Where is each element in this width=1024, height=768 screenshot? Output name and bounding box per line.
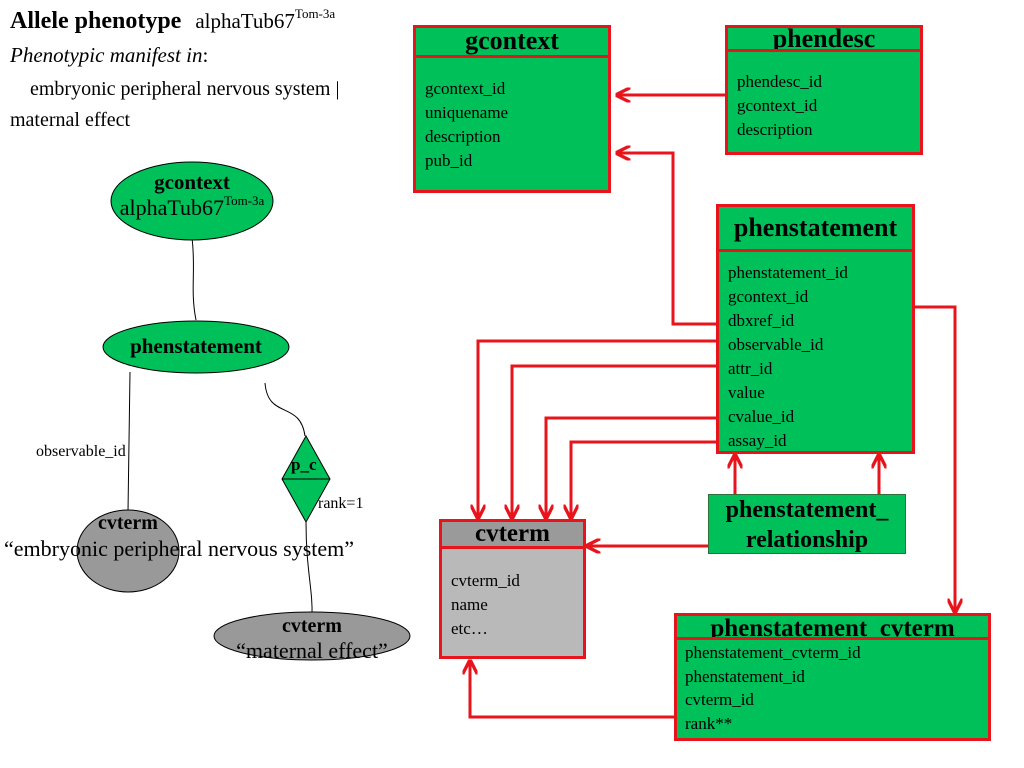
phenstatement-table: phenstatement phenstatement_id gcontext_… xyxy=(716,204,915,454)
observable-edge-label: observable_id xyxy=(36,443,126,460)
phenstatement-table-fields: phenstatement_id gcontext_id dbxref_id o… xyxy=(719,252,912,453)
table-field: phendesc_id xyxy=(737,72,822,91)
cvterm-table: cvterm cvterm_id name etc… xyxy=(439,519,586,659)
cvterm2-node-value: “maternal effect” xyxy=(236,638,388,663)
manifest-description: embryonic peripheral nervous system | ma… xyxy=(10,78,340,131)
arrow-phenstatement-gcontext xyxy=(617,153,717,326)
gcontext-node: gcontext alphaTub67Tom-3a xyxy=(103,170,281,221)
cvterm1-node: cvterm “embryonic peripheral nervous sys… xyxy=(4,512,355,563)
manifest-text: Phenotypic manifest in xyxy=(10,43,203,67)
cvterm1-node-value: “embryonic peripheral nervous system” xyxy=(4,536,355,561)
table-field: description xyxy=(425,127,501,146)
arrow-observable-cvterm xyxy=(478,339,717,518)
phenstatement-table-title: phenstatement xyxy=(719,207,912,252)
cvterm-table-fields: cvterm_id name etc… xyxy=(442,549,583,641)
table-field: gcontext_id xyxy=(425,79,506,98)
edge-pc-cvterm xyxy=(305,521,313,617)
table-field: cvterm_id xyxy=(451,571,520,590)
table-field: description xyxy=(737,120,813,139)
table-field: phenstatement_cvterm_id xyxy=(685,643,861,662)
header-allele-sup: Tom-3a xyxy=(294,6,336,21)
edge-gcontext-phenstatement xyxy=(191,237,197,321)
table-field: value xyxy=(728,383,765,402)
rank-label: rank=1 xyxy=(318,495,364,512)
table-field: rank** xyxy=(685,713,733,733)
arrow-assay-cvterm xyxy=(571,440,717,518)
table-field: attr_id xyxy=(728,359,773,378)
arrow-pcv-cvterm xyxy=(470,661,675,719)
table-field: dbxref_id xyxy=(728,311,795,330)
phenstatement-node: phenstatement xyxy=(130,334,262,358)
gcontext-node-title: gcontext xyxy=(154,170,230,194)
cvterm2-node: cvterm “maternal effect” xyxy=(204,615,420,664)
gcontext-node-allele: alphaTub67Tom-3a xyxy=(103,193,281,221)
table-field: gcontext_id xyxy=(728,287,809,306)
table-field: gcontext_id xyxy=(737,96,818,115)
gcontext-table-fields: gcontext_id uniquename description pub_i… xyxy=(416,58,608,173)
psr-title-line2: relationship xyxy=(745,527,869,553)
pc-label: p_c xyxy=(291,455,317,474)
table-field: cvterm_id xyxy=(685,690,754,709)
arrow-phenstatement-pcv xyxy=(914,305,955,612)
table-field: uniquename xyxy=(425,103,509,122)
edge-observable xyxy=(127,371,131,513)
gcontext-table-title: gcontext xyxy=(416,28,608,58)
edge-phenstatement-pc xyxy=(264,382,306,437)
header-title: Allele phenotype xyxy=(10,8,182,34)
table-field: phenstatement_id xyxy=(685,666,805,686)
cvterm1-ellipse xyxy=(76,509,180,593)
phendesc-table-title: phendesc xyxy=(728,28,920,52)
manifest-label: Phenotypic manifest in: xyxy=(10,43,208,68)
manifest-colon: : xyxy=(202,43,209,67)
cvterm2-node-title: cvterm xyxy=(282,615,342,637)
table-field: cvalue_id xyxy=(728,407,795,426)
phendesc-table: phendesc phendesc_id gcontext_id descrip… xyxy=(725,25,923,155)
table-field: assay_id xyxy=(728,431,787,450)
gcontext-node-allele-sup: Tom-3a xyxy=(224,193,265,208)
diagram-header: Allele phenotype alphaTub67Tom-3a xyxy=(10,6,336,35)
header-allele-base: alphaTub67 xyxy=(195,9,295,33)
gcontext-table: gcontext gcontext_id uniquename descript… xyxy=(413,25,611,193)
phenstatement-ellipse xyxy=(102,320,290,374)
phenstatement-cvterm-table-fields: phenstatement_cvterm_id phenstatement_id… xyxy=(677,640,988,735)
gcontext-node-allele-base: alphaTub67 xyxy=(119,195,225,220)
cvterm1-node-title: cvterm xyxy=(98,512,158,534)
arrow-cvalue-cvterm xyxy=(546,416,717,518)
psr-title-line1: phenstatement_ xyxy=(725,497,889,523)
phenstatement-cvterm-table: phenstatement_cvterm phenstatement_cvter… xyxy=(674,613,991,741)
cvterm-table-title: cvterm xyxy=(442,522,583,549)
phenstatement-cvterm-table-title: phenstatement_cvterm xyxy=(677,616,988,640)
table-field: name xyxy=(451,595,488,614)
header-allele: alphaTub67Tom-3a xyxy=(195,6,336,33)
cvterm2-ellipse xyxy=(213,611,411,661)
arrow-attr-cvterm xyxy=(512,364,717,518)
table-field: pub_id xyxy=(425,151,473,170)
table-field: observable_id xyxy=(728,335,824,354)
table-field: phenstatement_id xyxy=(728,263,848,282)
gcontext-ellipse xyxy=(110,161,274,241)
table-field: etc… xyxy=(451,619,488,638)
phenstatement-relationship-table: phenstatement_ relationship xyxy=(708,494,906,554)
phendesc-table-fields: phendesc_id gcontext_id description xyxy=(728,52,920,142)
